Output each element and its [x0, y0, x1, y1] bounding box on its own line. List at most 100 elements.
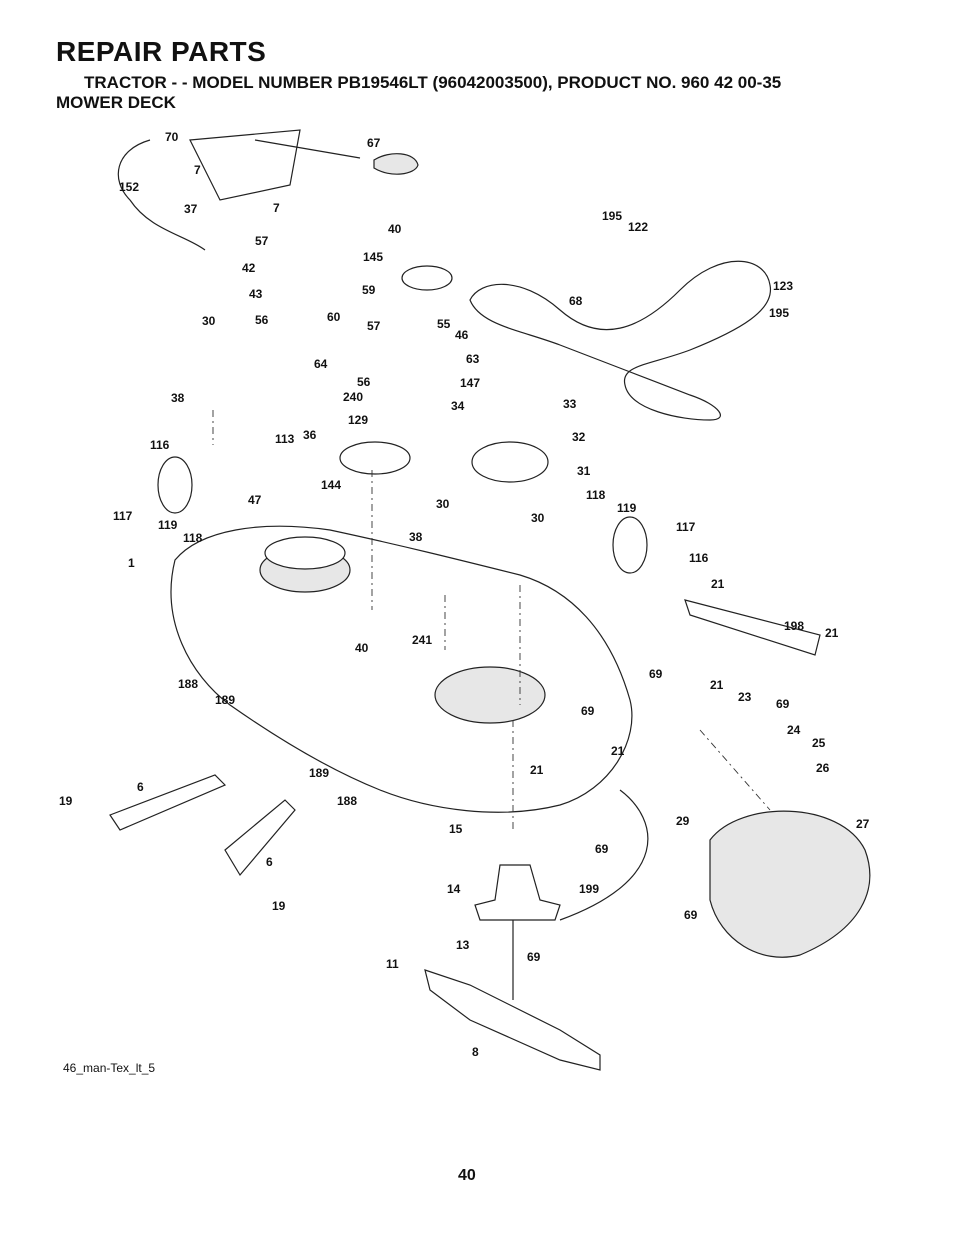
callout-label: 57: [367, 319, 381, 333]
callout-label: 21: [530, 763, 544, 777]
callout-label: 63: [466, 352, 480, 366]
callout-label: 119: [158, 518, 178, 532]
idler-pulley-145: [401, 265, 453, 291]
callout-label: 21: [711, 577, 725, 591]
callout-label: 7: [194, 163, 201, 177]
callout-label: 31: [577, 464, 591, 478]
callout-label: 123: [773, 279, 793, 293]
callout-label: 69: [595, 842, 609, 856]
deflector-bracket-198: [684, 599, 821, 656]
callout-label: 195: [769, 306, 789, 320]
callout-label: 67: [367, 136, 381, 150]
callout-label: 23: [738, 690, 752, 704]
callout-label: 40: [355, 641, 369, 655]
lift-linkage-70: [189, 129, 301, 201]
callout-label: 40: [388, 222, 402, 236]
deflector-rod-199: [559, 789, 649, 921]
callout-label: 15: [449, 822, 463, 836]
callout-label: 1: [128, 556, 135, 570]
callout-label: 14: [447, 882, 461, 896]
callout-label: 188: [337, 794, 357, 808]
deck-housing: [170, 525, 633, 813]
align-line-6: [699, 729, 771, 811]
callout-label: 122: [628, 220, 648, 234]
callout-label: 116: [150, 438, 170, 452]
callout-label: 46: [455, 328, 469, 342]
callout-label: 21: [825, 626, 839, 640]
callout-label: 189: [215, 693, 235, 707]
callout-label: 57: [255, 234, 269, 248]
callout-label: 56: [357, 375, 371, 389]
callout-label: 129: [348, 413, 368, 427]
callout-label: 147: [460, 376, 480, 390]
callout-label: 117: [676, 520, 696, 534]
callout-label: 27: [856, 817, 870, 831]
callout-label: 37: [184, 202, 198, 216]
deck-spindle-opening-right: [434, 666, 546, 724]
callout-label: 42: [242, 261, 256, 275]
callout-label: 47: [248, 493, 262, 507]
section-heading: MOWER DECK: [56, 93, 176, 112]
callout-label: 25: [812, 736, 826, 750]
lift-cable-152: [117, 139, 206, 251]
callout-label: 119: [617, 501, 637, 515]
callout-label: 11: [386, 957, 399, 971]
callout-label: 21: [710, 678, 724, 692]
callout-label: 188: [178, 677, 198, 691]
callout-label: 7: [273, 201, 280, 215]
callout-label: 240: [343, 390, 363, 404]
deck-pulley: [264, 536, 346, 570]
callout-label: 33: [563, 397, 577, 411]
callout-label: 8: [472, 1045, 479, 1059]
callout-label: 113: [275, 432, 295, 446]
callout-label: 36: [303, 428, 317, 442]
callout-label: 118: [183, 531, 203, 545]
callout-label: 152: [119, 180, 139, 194]
callout-label: 55: [437, 317, 451, 331]
callout-label: 64: [314, 357, 328, 371]
callout-label: 69: [527, 950, 541, 964]
callout-label: 116: [689, 551, 709, 565]
callout-label: 32: [572, 430, 586, 444]
discharge-chute-27: [709, 810, 871, 958]
pulley-36: [339, 441, 411, 475]
callout-label: 38: [171, 391, 185, 405]
callout-label: 118: [586, 488, 606, 502]
callout-label: 59: [362, 283, 376, 297]
callout-label: 241: [412, 633, 432, 647]
callout-label: 145: [363, 250, 383, 264]
callout-label: 69: [581, 704, 595, 718]
callout-label: 24: [787, 723, 801, 737]
blade-11: [424, 969, 601, 1071]
callout-label: 117: [113, 509, 133, 523]
callout-label: 68: [569, 294, 583, 308]
gauge-wheel-right: [612, 516, 648, 574]
callout-label: 70: [165, 130, 179, 144]
callout-label: 6: [266, 855, 273, 869]
callout-label: 30: [202, 314, 216, 328]
callout-label: 29: [676, 814, 690, 828]
callout-label: 198: [784, 619, 804, 633]
callout-label: 56: [255, 313, 269, 327]
callout-label: 69: [684, 908, 698, 922]
belt-68: [469, 260, 771, 421]
spindle-housing-14: [474, 864, 561, 921]
callout-label: 13: [456, 938, 470, 952]
callout-labels: 70 67 7 152 37 7 57 40 145 195 122 42 59…: [59, 130, 870, 1059]
callout-label: 38: [409, 530, 423, 544]
model-subtitle: TRACTOR - - MODEL NUMBER PB19546LT (9604…: [84, 73, 782, 92]
pulley-32: [471, 441, 549, 483]
callout-label: 26: [816, 761, 830, 775]
callout-label: 21: [611, 744, 625, 758]
front-link-6-lower: [224, 799, 296, 877]
callout-label: 69: [649, 667, 663, 681]
lift-rod: [254, 139, 361, 159]
handle-67: [373, 153, 419, 175]
page-title: REPAIR PARTS: [56, 36, 267, 67]
callout-label: 60: [327, 310, 341, 324]
callout-label: 30: [436, 497, 450, 511]
callout-label: 199: [579, 882, 599, 896]
callout-label: 189: [309, 766, 329, 780]
callout-label: 19: [272, 899, 286, 913]
